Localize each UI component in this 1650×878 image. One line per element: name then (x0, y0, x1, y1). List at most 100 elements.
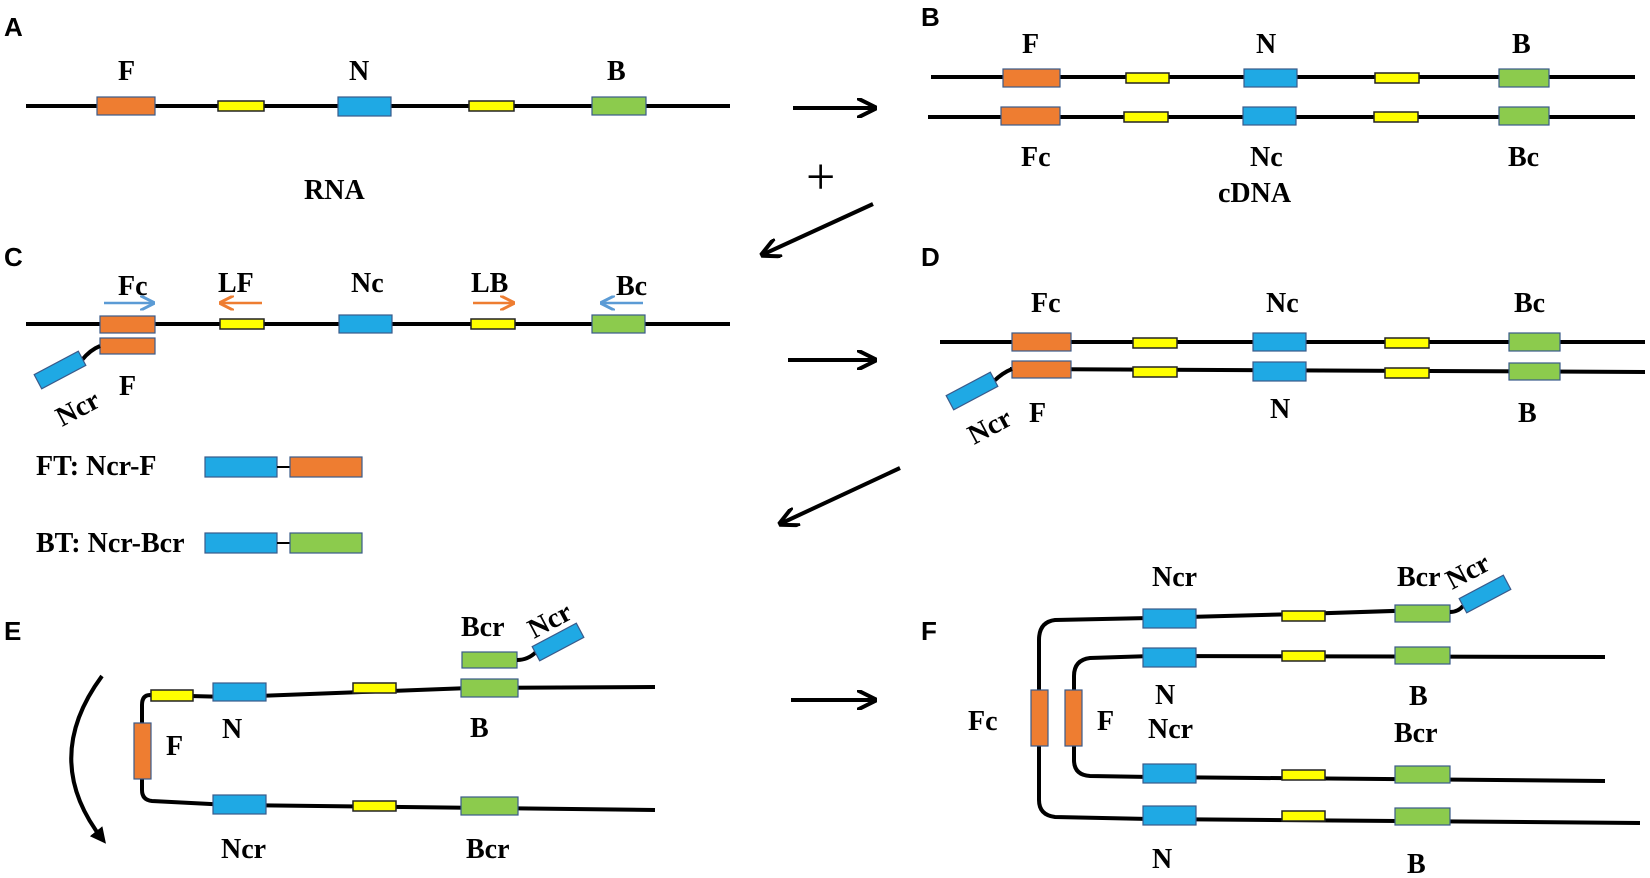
label-ncr: Ncr (1148, 714, 1193, 745)
label-n: N (349, 56, 369, 87)
outer-strand (1037, 608, 1641, 825)
region-n (337, 96, 392, 117)
label-bc: Bc (616, 271, 647, 302)
region-b (460, 678, 519, 698)
primer-bcr (461, 651, 518, 669)
label-nc: Nc (351, 268, 384, 299)
rotation-arrow (69, 674, 106, 844)
panel-letter-a: A (4, 12, 23, 42)
panel-e: E Bcr Ncr F N B Ncr Bcr (4, 597, 656, 865)
label-ncr: Ncr (221, 834, 266, 865)
label-n: N (222, 714, 242, 745)
panel-a: A F N B RNA (4, 12, 730, 206)
panel-c: C Fc LF Nc LB Bc Ncr F FT: Ncr-F BT: Ncr… (4, 242, 730, 559)
loop-site (1132, 366, 1178, 378)
loop-site (1281, 810, 1326, 822)
loop-site (217, 100, 265, 112)
label-fc: Fc (1031, 288, 1061, 319)
caption-cdna: cDNA (1218, 178, 1292, 209)
loop-site (1374, 72, 1420, 84)
label-f: F (119, 371, 136, 402)
label-b: B (470, 713, 489, 744)
region-ncr (1142, 763, 1197, 784)
label-bc: Bc (1508, 142, 1539, 173)
panel-letter-b: B (921, 2, 940, 32)
label-f: F (1022, 29, 1039, 60)
label-fc: Fc (118, 271, 148, 302)
legend-ft-ncr (204, 456, 278, 478)
region-b (1394, 646, 1451, 665)
loop-site (1123, 111, 1169, 123)
label-nc: Nc (1266, 288, 1299, 319)
region-b (591, 96, 647, 116)
loop-site (1281, 610, 1326, 622)
label-f: F (118, 56, 135, 87)
label-ncr: Ncr (963, 403, 1017, 452)
primer-linker (80, 344, 101, 362)
region-fc (1000, 106, 1061, 126)
region-f (1002, 68, 1061, 88)
label-bcr: Bcr (1394, 718, 1438, 749)
step-arrow (782, 466, 901, 523)
loop-site (468, 100, 515, 112)
region-f (1011, 360, 1072, 379)
region-bcr (1394, 604, 1451, 623)
region-fc (1011, 332, 1072, 352)
region-b (1498, 68, 1550, 88)
region-f (1064, 689, 1083, 747)
label-nc: Nc (1250, 142, 1283, 173)
region-n (212, 682, 267, 702)
label-bcr: Bcr (1397, 562, 1441, 593)
label-bc: Bc (1514, 288, 1545, 319)
label-n: N (1270, 394, 1290, 425)
primer-f (99, 337, 156, 355)
label-n: N (1155, 680, 1175, 711)
label-bcr: Bcr (461, 612, 505, 643)
region-b (1394, 807, 1451, 826)
loop-site (352, 682, 397, 694)
loop-site (219, 318, 265, 330)
region-bcr (460, 796, 519, 816)
loop-site (150, 689, 194, 702)
plus-sign: + (806, 149, 835, 206)
legend-ft: FT: Ncr-F (36, 451, 157, 482)
region-fc (99, 315, 156, 334)
loop-site (1384, 337, 1430, 349)
loop-strand (140, 685, 656, 812)
label-f: F (166, 731, 183, 762)
label-lf: LF (218, 268, 254, 299)
panel-b: B F N B Fc Nc Bc cDNA (921, 2, 1635, 209)
label-b: B (1518, 398, 1537, 429)
region-bc (1498, 106, 1550, 126)
loop-site (1132, 337, 1178, 349)
label-ncr: Ncr (51, 385, 105, 434)
primer-linker (516, 650, 538, 662)
panel-letter-e: E (4, 616, 21, 646)
region-b (1508, 362, 1561, 381)
label-fc: Fc (968, 706, 998, 737)
loop-site (352, 800, 397, 812)
primer-linker (991, 367, 1013, 384)
panel-d: D Fc Nc Bc Ncr F N B (921, 242, 1646, 452)
label-fc: Fc (1021, 142, 1051, 173)
region-ncr (212, 794, 267, 815)
label-b: B (1409, 681, 1428, 712)
step-arrow (764, 202, 874, 254)
region-nc (1252, 332, 1307, 352)
region-bc (591, 314, 646, 334)
legend-bt-ncr (204, 532, 278, 554)
primer-ncr (945, 371, 999, 411)
legend-bt: BT: Ncr-Bcr (36, 528, 185, 559)
loop-site (1281, 769, 1326, 781)
region-n (1142, 647, 1197, 668)
panel-letter-d: D (921, 242, 940, 272)
primer-ncr (1458, 574, 1512, 614)
label-b: B (1512, 29, 1531, 60)
legend-ft-f (289, 456, 363, 478)
loop-site (1373, 111, 1419, 123)
label-n: N (1256, 29, 1276, 60)
caption-rna: RNA (304, 175, 365, 206)
region-fc (1030, 689, 1049, 747)
primer-linker (1449, 604, 1465, 614)
label-f: F (1097, 706, 1114, 737)
